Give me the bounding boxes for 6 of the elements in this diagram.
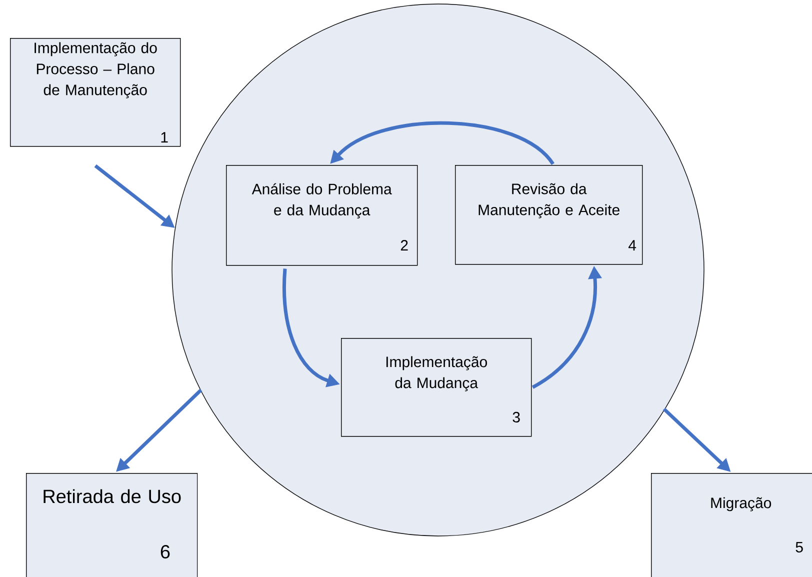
process-box: Implementação da Mudança 3	[341, 338, 532, 437]
process-box: Implementação do Processo – Plano de Manutenção 1	[10, 38, 181, 147]
process-box: Análise do Problema e da Mudança 2	[226, 165, 418, 266]
process-box: Migração 5	[651, 472, 812, 577]
process-box: Retirada de Uso 6	[26, 472, 198, 577]
process-box: Revisão da Manutenção e Aceite 4	[455, 165, 643, 265]
